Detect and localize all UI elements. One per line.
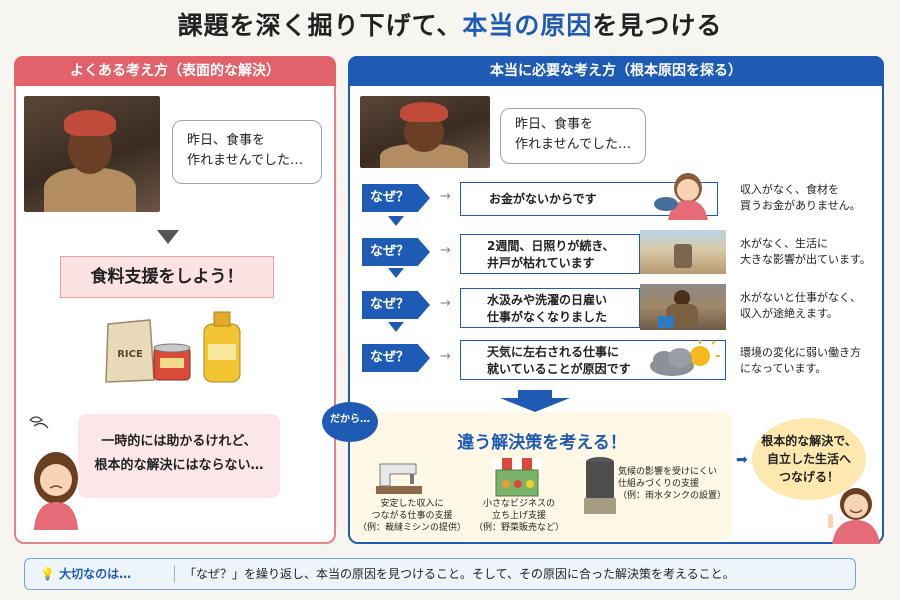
right-arrow-icon: →	[440, 189, 451, 204]
pointing-girl-illustration	[828, 488, 880, 544]
warning-line-2: 根本的な解決にはならない…	[94, 458, 264, 473]
speech-line-2: 作れませんでした…	[187, 153, 303, 168]
key-point-label-text: 大切なのは…	[59, 567, 132, 581]
speech-line-1: 昨日、食事を	[515, 117, 594, 132]
key-point-bar	[24, 558, 856, 590]
root-cause-header: 本当に必要な考え方（根本原因を探る）	[348, 56, 884, 86]
down-arrow-icon	[157, 230, 179, 244]
surface-thinking-header: よくある考え方（表面的な解決）	[14, 56, 336, 86]
worried-girl-illustration	[29, 416, 78, 530]
down-arrow-icon	[388, 268, 404, 278]
reason-4-line-1: 天気に左右される仕事に	[487, 345, 620, 359]
reason-3: 水汲みや洗濯の日雇い 仕事がなくなりました	[460, 288, 640, 328]
right-arrow-icon: →	[440, 243, 451, 258]
note-4-line-1: 環境の変化に弱い働き方	[740, 346, 861, 359]
left-speech-bubble: 昨日、食事を 作れませんでした…	[172, 120, 322, 184]
note-1: 収入がなく、食材を 買うお金がありません。	[740, 182, 861, 214]
speech-line-1: 昨日、食事を	[187, 133, 266, 148]
solution-1-line-3: （例：裁縫ミシンの提供）	[357, 523, 466, 533]
down-arrow-icon	[388, 322, 404, 332]
why-label-2: なぜ？	[362, 238, 430, 266]
note-3: 水がないと仕事がなく、 収入が途絶えます。	[740, 290, 861, 322]
solutions-box	[352, 412, 732, 540]
note-3-line-2: 収入が途絶えます。	[740, 307, 838, 320]
wallet-icon	[654, 197, 678, 211]
temporary-help-warning: 一時的には助かるけれど、 根本的な解決にはならない…	[78, 414, 280, 498]
title-part-3: を見つける	[592, 11, 723, 40]
right-speech-bubble: 昨日、食事を 作れませんでした…	[500, 108, 646, 164]
divider	[174, 565, 175, 583]
food-aid-proposal: 食料支援をしよう！	[60, 256, 274, 298]
key-point-label: 💡 大切なのは…	[40, 558, 131, 590]
goal-line-1: 根本的な解決で、	[761, 434, 857, 448]
warning-line-1: 一時的には助かるけれど、	[101, 434, 257, 449]
why-label-1: なぜ？	[362, 184, 430, 212]
key-point-text: 「なぜ？」を繰り返し、本当の原因を見つけること。そして、その原因に合った解決策を…	[184, 567, 735, 581]
shop-stall-icon	[492, 458, 542, 497]
note-2-line-2: 大きな影響が出ています。	[740, 253, 871, 266]
solution-2-line-1: 小さなビジネスの	[482, 499, 555, 509]
note-3-line-1: 水がないと仕事がなく、	[740, 291, 861, 304]
solution-2-line-2: 立ち上げ支援	[491, 511, 546, 521]
woman-washing-photo	[640, 284, 726, 330]
goal-circle: 根本的な解決で、 自立した生活へ つなげる！	[752, 418, 866, 500]
rice-bag-icon	[105, 319, 155, 383]
big-down-arrow-icon	[500, 390, 570, 412]
note-2: 水がなく、生活に 大きな影響が出ています。	[740, 236, 871, 268]
note-1-line-1: 収入がなく、食材を	[740, 183, 839, 196]
distressed-woman-photo-2	[360, 96, 490, 168]
solutions-title: 違う解決策を考える！	[457, 433, 627, 453]
reason-3-line-2: 仕事がなくなりました	[487, 310, 608, 324]
reason-3-line-1: 水汲みや洗濯の日雇い	[487, 293, 608, 307]
confused-scribble-icon	[29, 416, 49, 429]
reason-2: 2週間、日照りが続き、 井戸が枯れています	[460, 234, 640, 274]
dakara-badge: だから…	[322, 402, 378, 442]
solution-3-line-2: 仕組みづくりの支援	[618, 479, 700, 489]
food-items-illustration: RICE	[105, 311, 241, 383]
solution-1-line-1: 安定した収入に	[380, 499, 444, 509]
reason-2-line-2: 井戸が枯れています	[487, 256, 595, 270]
solution-3-line-3: （例：雨水タンクの設置）	[618, 491, 727, 501]
reason-2-line-1: 2週間、日照りが続き、	[487, 239, 615, 253]
solution-3-line-1: 気候の影響を受けにくい	[618, 467, 717, 477]
solution-1-line-2: つながる仕事の支援	[371, 511, 453, 521]
sun-icon	[690, 346, 710, 366]
weather-icon	[650, 340, 720, 376]
distressed-woman-photo	[24, 96, 160, 212]
note-4: 環境の変化に弱い働き方 になっています。	[740, 345, 861, 377]
speech-line-2: 作れませんでした…	[515, 137, 631, 152]
right-arrow-icon: →	[440, 296, 451, 311]
why-label-3: なぜ？	[362, 291, 430, 319]
solution-2-line-3: （例：野菜販売など）	[473, 523, 564, 533]
lightbulb-icon: 💡	[40, 567, 55, 581]
rice-bag-label: RICE	[117, 349, 143, 360]
reason-1-line-1: お金がないからです	[489, 192, 597, 206]
dry-well-photo	[640, 230, 726, 274]
why-label-4: なぜ？	[362, 344, 430, 372]
solution-2: 小さなビジネスの 立ち上げ支援 （例：野菜販売など）	[464, 498, 574, 534]
note-2-line-1: 水がなく、生活に	[740, 237, 828, 250]
sewing-machine-icon	[376, 463, 422, 494]
goal-line-3: つなげる！	[778, 470, 839, 484]
goal-line-2: 自立した生活へ	[766, 452, 851, 466]
right-arrow-icon: ➡	[736, 452, 748, 468]
solution-1: 安定した収入に つながる仕事の支援 （例：裁縫ミシンの提供）	[352, 498, 472, 534]
rain-tank-icon	[584, 457, 616, 514]
reason-4-line-2: 就いていることが原因です	[487, 362, 631, 376]
title-part-1: 課題を深く掘り下げて、	[177, 11, 463, 40]
solution-3: 気候の影響を受けにくい 仕組みづくりの支援 （例：雨水タンクの設置）	[618, 466, 730, 502]
woman-with-wallet-illustration	[654, 173, 708, 220]
title-highlight: 本当の原因	[462, 11, 593, 40]
down-arrow-icon	[388, 216, 404, 226]
right-arrow-icon: →	[440, 349, 451, 364]
note-1-line-2: 買うお金がありません。	[740, 199, 861, 212]
note-4-line-2: になっています。	[740, 362, 827, 375]
page-title: 課題を深く掘り下げて、本当の原因を見つける	[0, 6, 900, 42]
